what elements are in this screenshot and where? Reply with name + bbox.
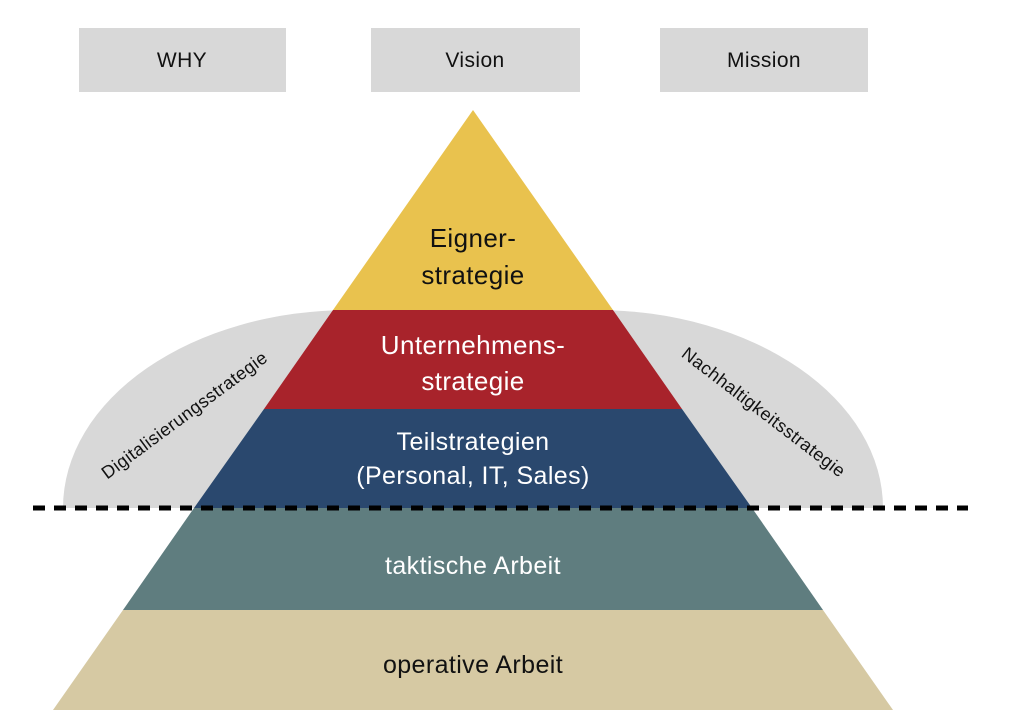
label-taktische-arbeit: taktische Arbeit — [385, 552, 561, 580]
pyramid-level-teilstrategien — [194, 409, 752, 508]
label-eignerstrategie-line1: Eigner- — [430, 223, 517, 253]
label-unternehmensstrategie-line1: Unternehmens- — [381, 330, 565, 360]
label-teilstrategien-line1: Teilstrategien — [397, 428, 550, 456]
label-teilstrategien-line2: (Personal, IT, Sales) — [356, 462, 590, 490]
label-eignerstrategie-line2: strategie — [421, 260, 524, 290]
header-box-vision: Vision — [371, 28, 580, 92]
label-unternehmensstrategie-line2: strategie — [421, 366, 524, 396]
label-operative-arbeit: operative Arbeit — [383, 651, 563, 679]
header-box-vision-rect — [371, 28, 580, 92]
pyramid-level-unternehmensstrategie — [264, 310, 682, 409]
pyramid-level-taktische-arbeit — [123, 508, 823, 610]
header-box-why-label: WHY — [157, 49, 207, 72]
header-box-why-rect — [79, 28, 286, 92]
header-box-vision-label: Vision — [445, 49, 504, 72]
header-box-mission-rect — [660, 28, 868, 92]
header-box-why: WHY — [79, 28, 286, 92]
pyramid-level-operative-arbeit — [53, 610, 893, 710]
pyramid-level-eignerstrategie — [333, 110, 613, 310]
header-box-mission: Mission — [660, 28, 868, 92]
header-box-mission-label: Mission — [727, 49, 801, 72]
